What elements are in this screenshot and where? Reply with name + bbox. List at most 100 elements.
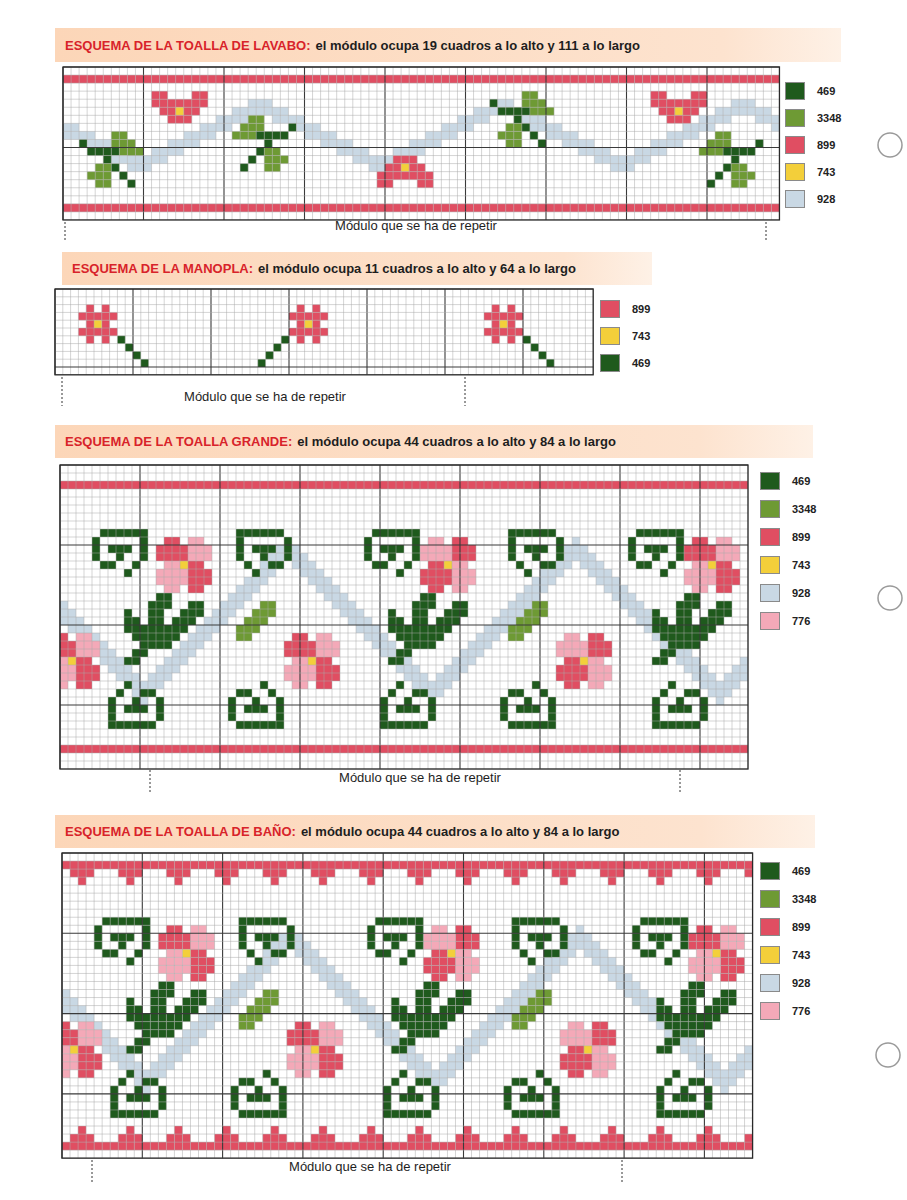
stitch: [716, 681, 724, 689]
stitch: [651, 139, 659, 147]
stitch: [236, 537, 244, 545]
stitch: [652, 745, 660, 753]
stitch: [684, 745, 692, 753]
stitch: [308, 577, 316, 585]
stitch: [372, 745, 380, 753]
grid-line: [545, 67, 546, 220]
stitch: [636, 745, 644, 753]
stitch: [724, 577, 732, 585]
stitch: [271, 1126, 279, 1134]
stitch: [580, 553, 588, 561]
stitch: [441, 131, 449, 139]
stitch: [240, 75, 248, 83]
stitch: [684, 545, 692, 553]
stitch: [244, 577, 252, 585]
stitch: [244, 721, 252, 729]
stitch: [731, 180, 739, 188]
stitch: [514, 123, 522, 131]
stitch: [412, 745, 420, 753]
grid-line: [60, 617, 748, 618]
stitch: [252, 617, 260, 625]
stitch: [182, 869, 190, 877]
stitch: [707, 115, 715, 123]
stitch: [618, 164, 626, 172]
grid-line: [682, 67, 683, 220]
grid-line: [398, 289, 399, 375]
stitch: [449, 204, 457, 212]
stitch: [724, 609, 732, 617]
stitch: [492, 305, 500, 313]
stitch: [108, 665, 116, 673]
grid-line: [250, 289, 251, 375]
stitch: [380, 481, 388, 489]
stitch: [132, 745, 140, 753]
grid-line: [674, 67, 675, 220]
stitch: [676, 609, 684, 617]
stitch: [132, 649, 140, 657]
stitch: [586, 204, 594, 212]
stitch: [428, 681, 436, 689]
stitch: [308, 745, 316, 753]
stitch: [468, 657, 476, 665]
stitch: [172, 745, 180, 753]
stitch: [684, 641, 692, 649]
stitch: [699, 204, 707, 212]
stitch: [476, 745, 484, 753]
stitch: [76, 673, 84, 681]
stitch: [134, 1134, 142, 1142]
stitch: [588, 673, 596, 681]
stitch: [604, 569, 612, 577]
stitch: [252, 745, 260, 753]
stitch: [188, 537, 196, 545]
binder-hole: [878, 586, 902, 610]
stitch: [116, 665, 124, 673]
stitch: [258, 359, 266, 367]
stitch: [500, 705, 508, 713]
stitch: [268, 745, 276, 753]
stitch: [708, 481, 716, 489]
grid-line: [63, 131, 779, 132]
stitch: [404, 745, 412, 753]
stitch: [449, 75, 457, 83]
stitch: [546, 75, 554, 83]
stitch: [500, 625, 508, 633]
stitch: [248, 156, 256, 164]
stitch: [260, 577, 268, 585]
stitch: [420, 689, 428, 697]
stitch: [236, 553, 244, 561]
stitch: [620, 585, 628, 593]
stitch: [425, 204, 433, 212]
stitch: [404, 673, 412, 681]
stitch: [240, 131, 248, 139]
stitch: [755, 107, 763, 115]
stitch: [506, 123, 514, 131]
stitch: [292, 649, 300, 657]
stitch: [396, 481, 404, 489]
stitch: [271, 869, 279, 877]
stitch: [428, 641, 436, 649]
stitch: [377, 164, 385, 172]
stitch: [700, 625, 708, 633]
stitch: [223, 861, 231, 869]
stitch: [118, 861, 126, 869]
stitch: [332, 673, 340, 681]
stitch: [498, 99, 506, 107]
stitch: [180, 641, 188, 649]
stitch: [248, 123, 256, 131]
grid-line: [55, 335, 593, 336]
stitch: [228, 705, 236, 713]
stitch: [596, 681, 604, 689]
stitch: [675, 204, 683, 212]
stitch: [252, 529, 260, 537]
stitch: [676, 657, 684, 665]
stitch: [644, 529, 652, 537]
grid-line: [60, 481, 748, 482]
stitch: [530, 123, 538, 131]
stitch: [596, 481, 604, 489]
stitch: [119, 131, 127, 139]
stitch: [132, 705, 140, 713]
stitch: [252, 577, 260, 585]
stitch: [332, 641, 340, 649]
stitch: [564, 657, 572, 665]
stitch: [319, 861, 327, 869]
